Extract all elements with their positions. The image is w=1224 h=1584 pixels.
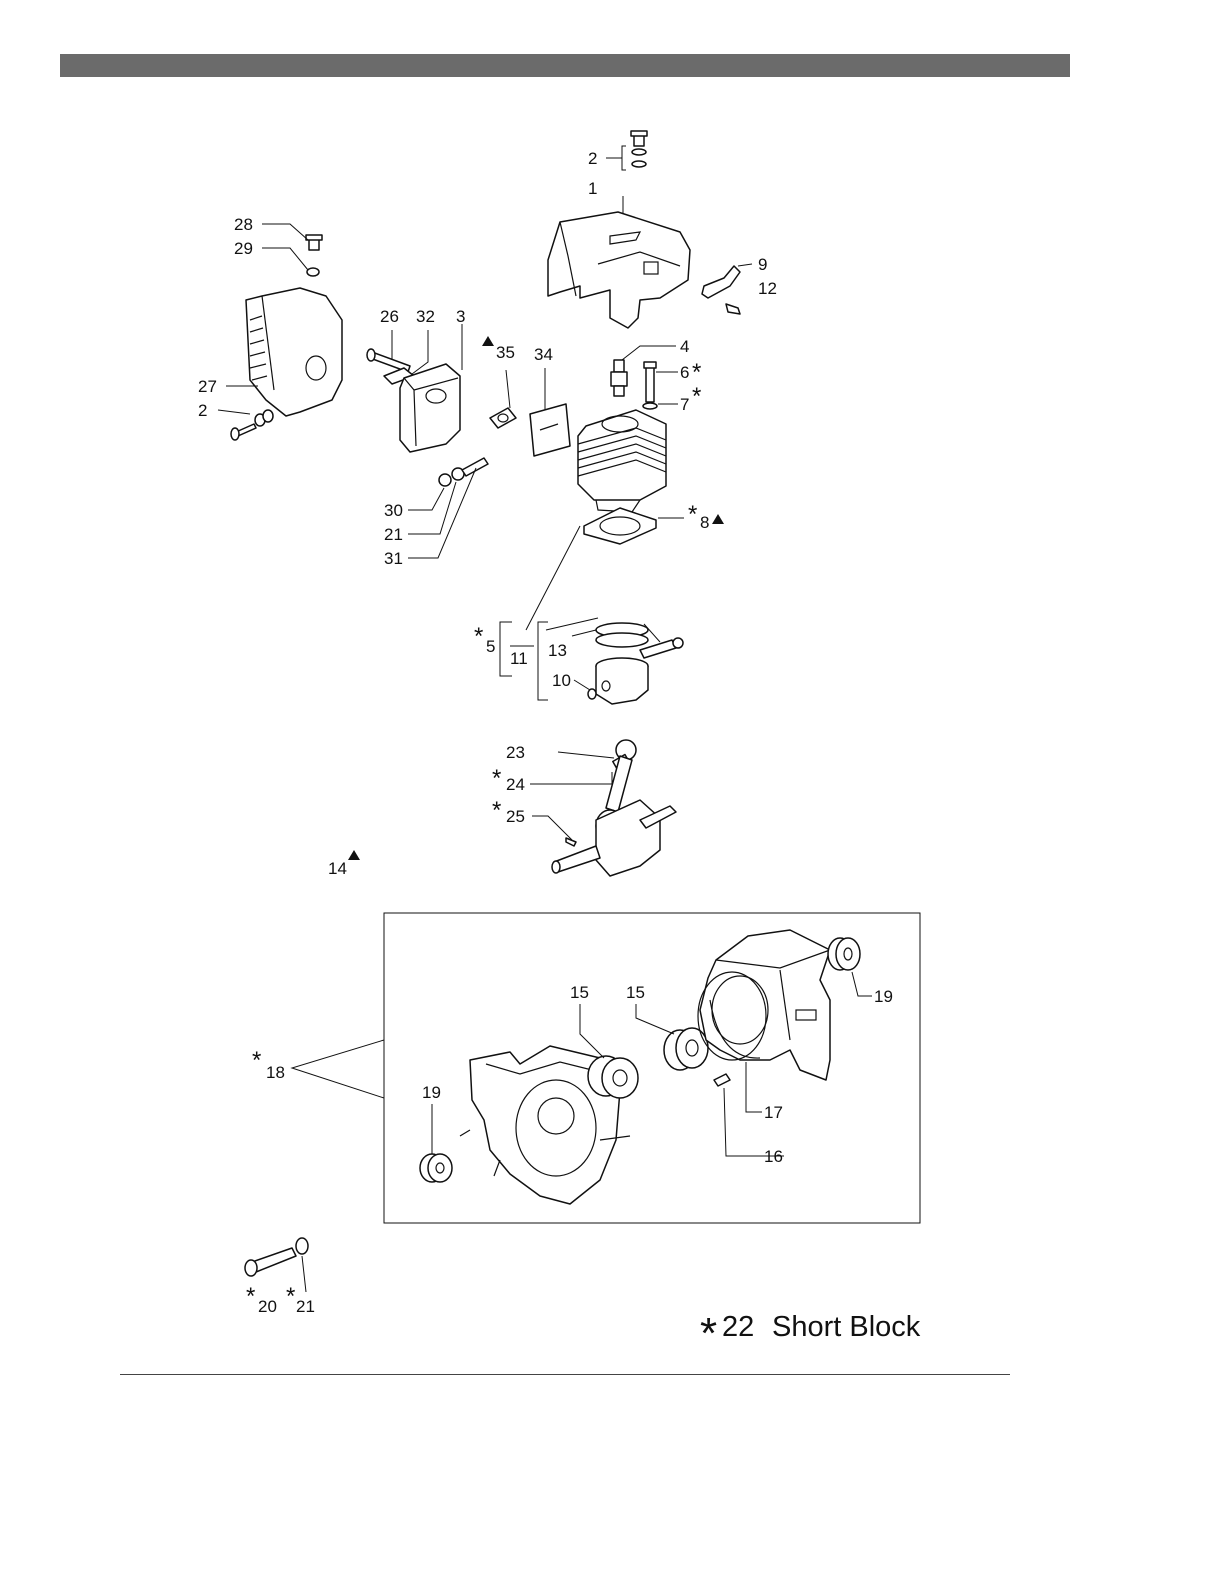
short-block-number: 22 xyxy=(722,1311,754,1343)
header-bar xyxy=(60,54,1070,77)
callout-7: 7 xyxy=(680,395,689,414)
star-5: * xyxy=(474,623,483,650)
callout-35: 35 xyxy=(496,343,515,362)
callout-11: 11 xyxy=(510,649,528,668)
callout-23: 23 xyxy=(506,743,525,762)
callout-17: 17 xyxy=(764,1103,783,1122)
short-block-star: * xyxy=(700,1309,717,1358)
callout-29: 29 xyxy=(234,239,253,258)
crankcase-detail-frame xyxy=(383,912,921,1224)
callout-26: 26 xyxy=(380,307,399,326)
callout-1: 1 xyxy=(588,179,597,198)
callout-2-top: 2 xyxy=(588,149,597,168)
callout-13: 13 xyxy=(548,641,567,660)
callout-14: 14 xyxy=(328,859,347,878)
short-block-label: Short Block xyxy=(772,1311,921,1343)
part-35-gasket xyxy=(489,369,517,429)
callout-5: 5 xyxy=(486,637,495,656)
part-30-21-31-fasteners xyxy=(408,457,489,559)
star-21: * xyxy=(286,1283,295,1310)
star-20: * xyxy=(246,1283,255,1310)
callout-34: 34 xyxy=(534,345,553,364)
callout-2-left: 2 xyxy=(198,401,207,420)
part-26-bolt xyxy=(366,330,411,373)
callout-28: 28 xyxy=(234,215,253,234)
part-10-piston xyxy=(573,657,649,705)
callout-25: 25 xyxy=(506,807,525,826)
footer-rule xyxy=(120,1374,1010,1375)
callout-21-bottom: 21 xyxy=(296,1297,315,1316)
part-13-piston-rings xyxy=(571,622,684,659)
crankcase-left-half xyxy=(459,1045,631,1205)
part-27-muffler-cover xyxy=(226,287,343,417)
callout-8: 8 xyxy=(700,513,709,532)
part-16-pin xyxy=(713,1073,784,1157)
star-24: * xyxy=(492,765,501,792)
star-6: * xyxy=(692,359,701,386)
callout-21-mid: 21 xyxy=(384,525,403,544)
callout-6: 6 xyxy=(680,363,689,382)
part-28-29-screw xyxy=(262,223,323,277)
part-2-top-screw xyxy=(606,130,648,171)
callout-30: 30 xyxy=(384,501,403,520)
part-3-muffler xyxy=(399,324,463,453)
callout-31: 31 xyxy=(384,549,403,568)
part-9-clip xyxy=(701,263,753,315)
star-18: * xyxy=(252,1047,261,1074)
part-15-bearing-right xyxy=(635,1004,709,1071)
callout-15-right: 15 xyxy=(626,983,645,1002)
callout-9: 9 xyxy=(758,255,767,274)
part-15-bearing-left xyxy=(579,1004,639,1099)
star-8: * xyxy=(688,501,697,528)
part-19-seal-left xyxy=(419,1104,453,1183)
crankshaft-assembly xyxy=(530,739,677,877)
callout-3: 3 xyxy=(456,307,465,326)
part-17-gasket xyxy=(697,971,767,1113)
triangle-14 xyxy=(348,850,360,860)
bracket-5-11 xyxy=(499,525,599,701)
callout-10: 10 xyxy=(552,671,571,690)
callout-18-pointer xyxy=(290,1039,385,1099)
callout-15-left: 15 xyxy=(570,983,589,1002)
cylinder xyxy=(577,409,667,513)
callout-20: 20 xyxy=(258,1297,277,1316)
callout-19-left: 19 xyxy=(422,1083,441,1102)
part-4-spark-plug xyxy=(610,345,676,397)
callout-16: 16 xyxy=(764,1147,783,1166)
triangle-35 xyxy=(482,336,494,346)
part-1-top-cover xyxy=(547,196,691,329)
callout-12: 12 xyxy=(758,279,777,298)
part-8-gasket xyxy=(583,507,684,545)
callout-24: 24 xyxy=(506,775,525,794)
part-20-21-bolt xyxy=(244,1237,309,1293)
callout-27: 27 xyxy=(198,377,217,396)
star-7: * xyxy=(692,383,701,410)
part-19-seal-right xyxy=(827,937,872,997)
callout-32: 32 xyxy=(416,307,435,326)
part-2-left-screw xyxy=(217,409,274,441)
part-6-7-bolt-washer xyxy=(642,361,678,410)
star-25: * xyxy=(492,797,501,824)
callout-19-right: 19 xyxy=(874,987,893,1006)
callout-18: 18 xyxy=(266,1063,285,1082)
callout-4: 4 xyxy=(680,337,689,356)
triangle-8 xyxy=(712,514,724,524)
part-34-plate xyxy=(529,368,571,457)
